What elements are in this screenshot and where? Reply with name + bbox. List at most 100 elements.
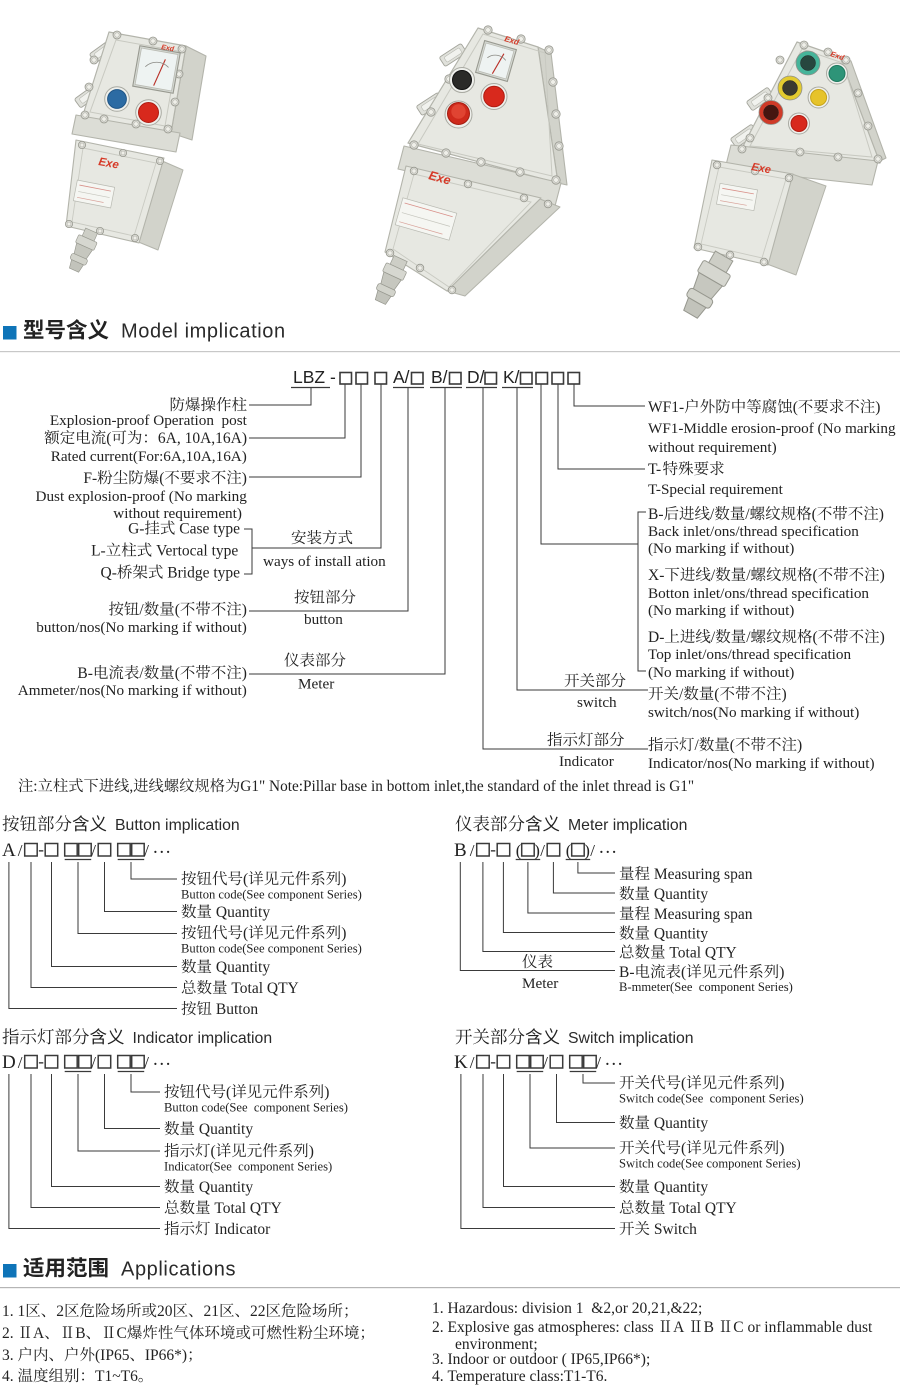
svg-text:2.: 2. [2,1325,18,1342]
svg-text:21: 21 [204,1303,220,1320]
svg-text:/: / [711,629,716,646]
svg-text:K/: K/ [503,367,520,387]
svg-text:(: ( [681,964,686,981]
svg-text:1. 1: 1. 1 [2,1303,25,1320]
svg-text:B: B [704,1319,718,1336]
svg-text:(: ( [793,399,798,416]
svg-text:Explosion-proof Operation pos: Explosion-proof Operation post [50,412,248,429]
svg-text:): ) [341,871,346,888]
svg-text:): ) [880,567,885,584]
svg-text:Meter: Meter [298,676,334,693]
svg-text:/: / [710,506,715,523]
svg-text:X-: X- [648,567,664,584]
svg-text:…: … [598,837,617,858]
svg-text:2. Explosive gas atmospheres:: 2. Explosive gas atmospheres: class [432,1319,658,1336]
svg-text:A: A [2,840,16,861]
svg-text:Back inlet/ons/thread specific: Back inlet/ons/thread specification [648,523,859,540]
svg-text:WF1-Middle erosion-proof (No m: WF1-Middle erosion-proof (No marking [648,420,896,437]
svg-text:Quantity: Quantity [195,1179,253,1196]
svg-text:): ) [779,1075,784,1092]
svg-text:(: ( [243,871,248,888]
svg-text:Exd: Exd [503,34,521,47]
svg-text:L-: L- [91,543,106,560]
svg-text:/: / [540,841,545,860]
svg-text:Ammeter/nos(No marking if with: Ammeter/nos(No marking if without) [18,682,247,699]
svg-text:B-: B- [77,665,93,682]
svg-text:Total QTY: Total QTY [666,945,737,962]
svg-text:T-Special requirement: T-Special requirement [648,481,784,498]
svg-text:Exe: Exe [97,156,120,171]
svg-text:C: C [117,1325,127,1342]
svg-text:Measuring span: Measuring span [650,866,753,883]
svg-text:B/: B/ [431,367,448,387]
svg-text:): ) [242,602,247,619]
svg-text:Measuring span: Measuring span [650,906,753,923]
svg-text:): ) [782,686,787,703]
svg-text:(: ( [226,1084,231,1101]
svg-text:Switch code(See component Seri: Switch code(See component Series) [619,1157,801,1171]
svg-text:Quantity: Quantity [650,1179,708,1196]
svg-text:2: 2 [56,1303,64,1320]
svg-text:): ) [797,737,802,754]
svg-text:/: / [590,841,595,860]
svg-text:20: 20 [157,1303,173,1320]
svg-text:Switch implication: Switch implication [568,1030,694,1047]
svg-text:/: / [139,665,144,682]
svg-text:Indicator: Indicator [559,753,614,770]
svg-text:Top inlet/ons/thread specifica: Top inlet/ons/thread specification [648,646,851,663]
svg-text:D-: D- [648,629,664,646]
svg-text:Rated current(For:6A,10A,16A): Rated current(For:6A,10A,16A) [51,448,247,465]
svg-text:3.: 3. [2,1347,18,1364]
svg-text:): ) [242,665,247,682]
svg-text:/: / [746,629,751,646]
svg-text:T1~T6: T1~T6 [95,1368,138,1385]
svg-text:22: 22 [250,1303,266,1320]
svg-text:D: D [2,1052,16,1073]
svg-text:(: ( [813,629,818,646]
svg-text:G-: G- [128,521,144,538]
svg-text:A: A [673,1319,688,1336]
svg-text:/: / [18,1053,23,1072]
svg-text:/: / [470,1053,475,1072]
svg-text:1. Hazardous: division 1 &2,o: 1. Hazardous: division 1 &2,or 20,21,&22… [432,1300,702,1317]
svg-text:Switch: Switch [650,1221,697,1238]
svg-text:A: A [33,1325,45,1342]
svg-text:Indicator: Indicator [211,1221,272,1238]
svg-text:Button: Button [212,1001,258,1018]
svg-text:Button code(See component Seri: Button code(See component Series) [181,942,362,956]
svg-text:C or inflammable dust: C or inflammable dust [733,1319,873,1336]
svg-text:(: ( [714,686,719,703]
svg-text:T-: T- [648,461,661,478]
svg-text:Indicator(See component Serie: Indicator(See component Series) [164,1160,332,1174]
svg-text:(: ( [106,430,111,447]
svg-text:): ) [324,1084,329,1101]
svg-text::: : [33,778,37,795]
svg-text:Quantity: Quantity [212,959,270,976]
svg-text:(: ( [175,602,180,619]
svg-text:Switch code(See component Ser: Switch code(See component Series) [619,1092,804,1106]
svg-text:): ) [341,925,346,942]
svg-text:(: ( [566,841,572,860]
svg-text:(: ( [243,925,248,942]
svg-text:Indicator implication: Indicator implication [133,1030,273,1047]
svg-text:,: , [129,778,133,795]
svg-text:/: / [91,841,96,860]
svg-text:Dust explosion-proof (No marki: Dust explosion-proof (No marking [36,488,248,505]
svg-text:B: B [75,1325,85,1342]
svg-text:Quantity: Quantity [650,1115,708,1132]
svg-text:IP66*): IP66*) [145,1347,187,1364]
svg-text:…: … [152,1049,171,1070]
svg-text:(: ( [730,737,735,754]
svg-text:Exe: Exe [427,168,452,187]
svg-text:(No marking if without): (No marking if without) [648,664,794,681]
svg-text:(: ( [681,1140,686,1157]
svg-text:(: ( [159,470,164,487]
svg-text:(: ( [681,1075,686,1092]
svg-text:-: - [38,1052,44,1071]
svg-text:switch: switch [577,694,617,711]
svg-text:A/: A/ [393,367,410,387]
svg-text:Exd: Exd [829,49,845,62]
svg-text:/: / [543,1053,548,1072]
svg-text:Button implication: Button implication [115,817,240,834]
svg-text:Bridge type: Bridge type [163,565,240,582]
